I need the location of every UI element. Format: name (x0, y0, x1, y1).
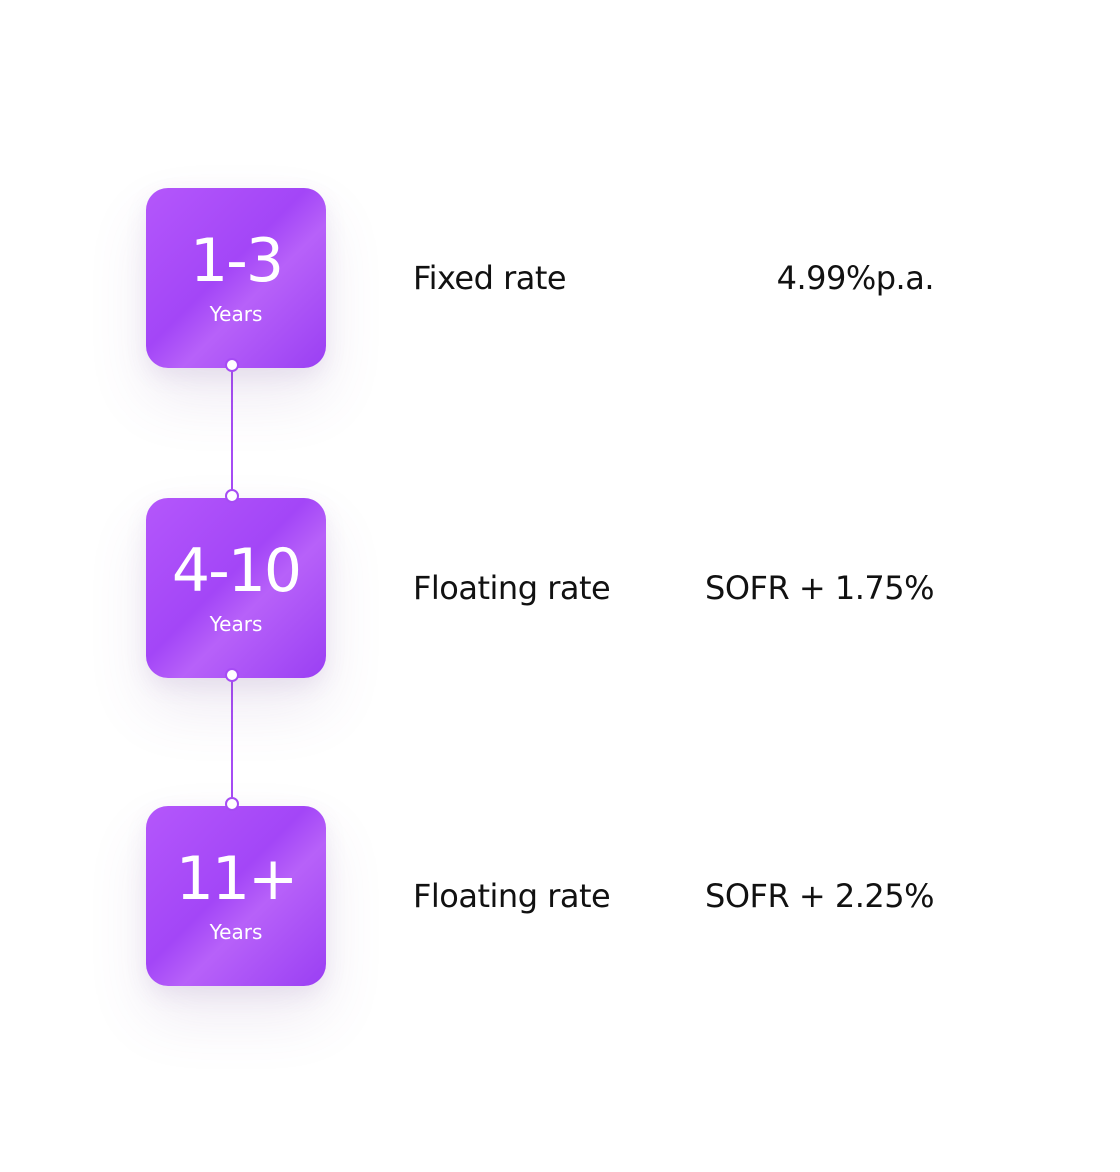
connector-line-1-2 (231, 366, 233, 496)
tier-box-1-3-years: 1-3 Years (146, 188, 326, 368)
rate-type-label: Floating rate (413, 569, 611, 607)
connector-node-2-bottom (225, 668, 239, 682)
connector-node-2-top (225, 489, 239, 503)
tier-box-11-plus-years: 11+ Years (146, 806, 326, 986)
rate-type-label: Floating rate (413, 877, 611, 915)
rate-value: 4.99%p.a. (776, 259, 935, 297)
rate-value: SOFR + 1.75% (705, 569, 934, 607)
tier-box-4-10-years: 4-10 Years (146, 498, 326, 678)
connector-node-1-bottom (225, 358, 239, 372)
connector-node-3-top (225, 797, 239, 811)
tier-term: 1-3 (190, 226, 284, 296)
tier-unit: Years (209, 920, 263, 944)
tier-term: 11+ (175, 844, 299, 914)
rate-value: SOFR + 2.25% (705, 877, 934, 915)
connector-line-2-3 (231, 676, 233, 804)
rate-type-label: Fixed rate (413, 259, 567, 297)
tier-term: 4-10 (171, 536, 302, 606)
tier-unit: Years (209, 612, 263, 636)
tier-unit: Years (209, 302, 263, 326)
